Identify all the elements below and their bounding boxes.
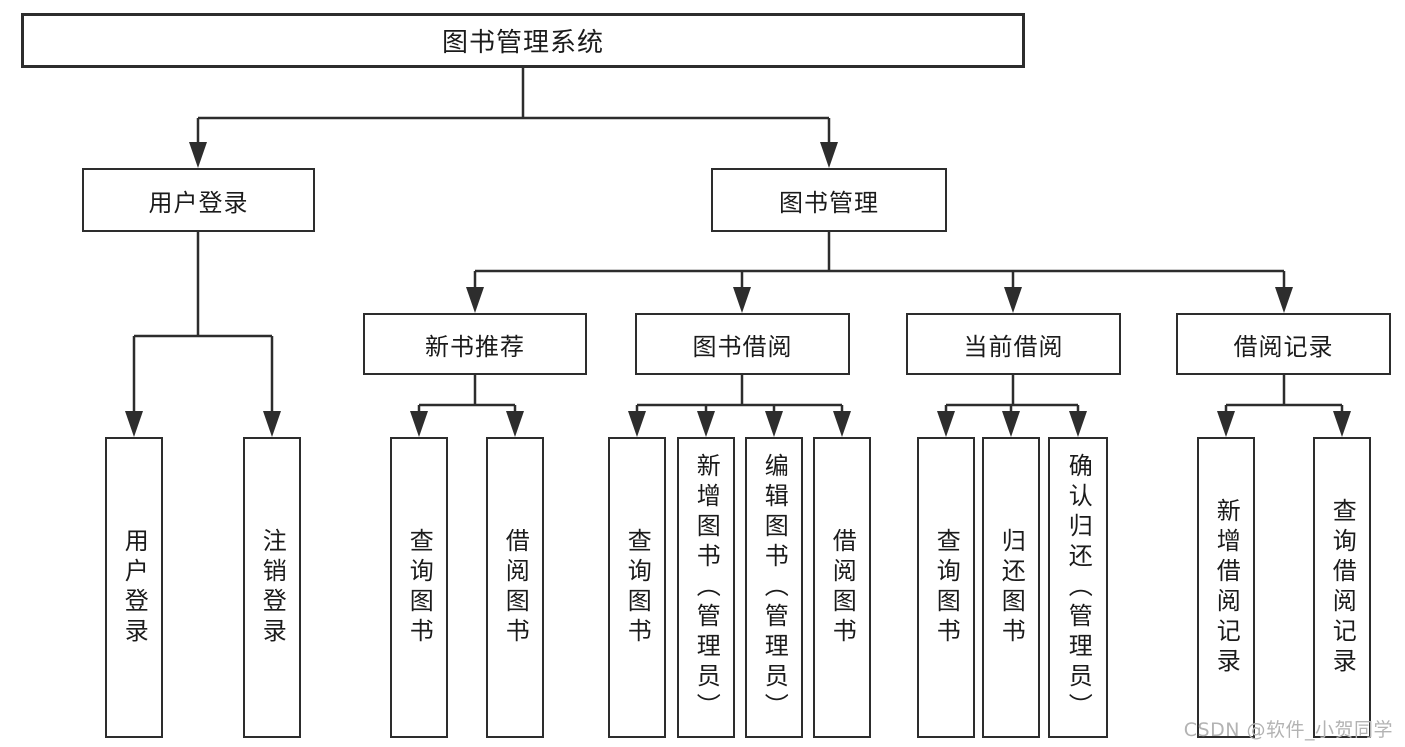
leaf-records-query-borrow-record: 查询借阅记录: [1313, 437, 1371, 738]
arrowhead-icon: [1333, 411, 1351, 437]
arrowhead-icon: [765, 411, 783, 437]
node-label: 查询图书: [623, 527, 652, 648]
arrowhead-icon: [733, 287, 751, 313]
arrowhead-icon: [263, 411, 281, 437]
leaf-borrow-borrow-books: 借阅图书: [813, 437, 871, 738]
arrowhead-icon: [1004, 287, 1022, 313]
connector-borrow-records: [1224, 375, 1344, 413]
watermark-text: CSDN @软件_小贺同学: [1183, 719, 1393, 741]
leaf-recommend-borrow-books: 借阅图书: [486, 437, 544, 738]
arrowhead-icon: [1275, 287, 1293, 313]
leaf-borrow-query-books: 查询图书: [608, 437, 666, 738]
leaf-current-query-books: 查询图书: [917, 437, 975, 738]
node-label: 注销登录: [258, 527, 287, 648]
leaf-current-confirm-return-admin: 确认归还（管理员）: [1048, 437, 1108, 738]
connector-new-book-recommend: [417, 375, 517, 413]
arrowhead-icon: [189, 142, 207, 168]
arrowhead-icon: [833, 411, 851, 437]
node-label: 编辑图书（管理员）: [760, 452, 789, 723]
arrowhead-icon: [1069, 411, 1087, 437]
arrowhead-icon: [1002, 411, 1020, 437]
arrowhead-icon: [820, 142, 838, 168]
connector-book-management: [473, 232, 1286, 289]
node-label: 借阅图书: [828, 527, 857, 648]
node-label: 新增图书（管理员）: [692, 452, 721, 723]
arrowhead-icon: [628, 411, 646, 437]
connector-current-borrow: [944, 375, 1080, 413]
leaf-borrow-edit-books-admin: 编辑图书（管理员）: [745, 437, 803, 738]
arrowhead-icon: [125, 411, 143, 437]
node-user-login: 用户登录: [82, 168, 315, 232]
node-label: 查询借阅记录: [1328, 497, 1357, 678]
arrowhead-icon: [697, 411, 715, 437]
node-borrow-records: 借阅记录: [1176, 313, 1391, 375]
leaf-recommend-query-books: 查询图书: [390, 437, 448, 738]
node-book-borrow: 图书借阅: [635, 313, 850, 375]
node-label: 查询图书: [932, 527, 961, 648]
node-label: 确认归还（管理员）: [1064, 452, 1093, 723]
node-new-book-recommend: 新书推荐: [363, 313, 587, 375]
leaf-logout-login: 注销登录: [243, 437, 301, 738]
arrowhead-icon: [1217, 411, 1235, 437]
node-label: 归还图书: [997, 527, 1026, 648]
node-label: 新增借阅记录: [1212, 497, 1241, 678]
arrowhead-icon: [506, 411, 524, 437]
arrowhead-icon: [937, 411, 955, 437]
arrowhead-icon: [410, 411, 428, 437]
connector-root: [196, 68, 831, 144]
connector-user-login: [132, 232, 274, 413]
leaf-current-return-books: 归还图书: [982, 437, 1040, 738]
leaf-borrow-add-books-admin: 新增图书（管理员）: [677, 437, 735, 738]
node-label: 借阅图书: [501, 527, 530, 648]
node-book-management: 图书管理: [711, 168, 947, 232]
leaf-records-add-borrow-record: 新增借阅记录: [1197, 437, 1255, 738]
node-label: 用户登录: [120, 527, 149, 648]
node-library-system: 图书管理系统: [21, 13, 1025, 68]
node-current-borrow: 当前借阅: [906, 313, 1121, 375]
node-label: 查询图书: [405, 527, 434, 648]
leaf-user-login: 用户登录: [105, 437, 163, 738]
arrowhead-icon: [466, 287, 484, 313]
connector-book-borrow: [635, 375, 844, 413]
